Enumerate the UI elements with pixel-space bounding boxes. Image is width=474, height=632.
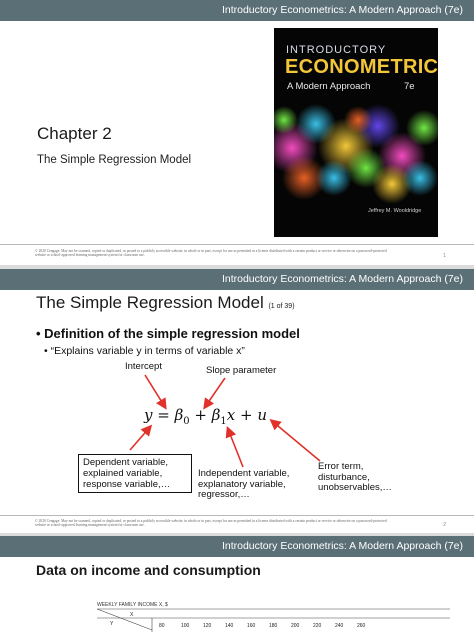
slide-title: Data on income and consumption <box>36 562 261 578</box>
table-lines <box>96 608 450 632</box>
slide-2: Introductory Econometrics: A Modern Appr… <box>0 269 474 533</box>
dependent-line-1: Dependent variable, <box>83 457 169 468</box>
slide-gap <box>0 265 474 269</box>
independent-variable-label: Independent variable, explanatory variab… <box>198 468 290 501</box>
income-column-header: 180 <box>269 623 278 629</box>
slide-3: Introductory Econometrics: A Modern Appr… <box>0 536 474 632</box>
error-line-3: unobservables,… <box>318 482 392 493</box>
chapter-title: Chapter 2 <box>37 124 112 143</box>
row-label-x: X <box>130 612 134 618</box>
income-column-header: 260 <box>357 623 366 629</box>
copyright-notice: © 2020 Cengage. May not be scanned, copi… <box>35 519 387 528</box>
slide-header: Introductory Econometrics: A Modern Appr… <box>0 536 474 557</box>
book-cover-image: INTRODUCTORY ECONOMETRICS A Modern Appro… <box>274 28 438 237</box>
slide-header: Introductory Econometrics: A Modern Appr… <box>0 0 474 21</box>
page-number: 1 <box>443 253 446 259</box>
book-subtitle: A Modern Approach <box>287 81 371 92</box>
arrow-dependent <box>129 424 153 451</box>
arrow-independent <box>225 426 244 468</box>
independent-line-3: regressor,… <box>198 489 250 500</box>
error-term-label: Error term, disturbance, unobservables,… <box>318 461 392 494</box>
book-edition: 7e <box>404 81 415 92</box>
income-column-header: 140 <box>225 623 234 629</box>
sub-bullet-text: “Explains variable y in terms of variabl… <box>50 345 245 357</box>
book-author: Jeffrey M. Wooldridge <box>368 208 422 214</box>
page-number: 2 <box>443 522 446 528</box>
slide-1: Introductory Econometrics: A Modern Appr… <box>0 0 474 265</box>
slide-title-text: The Simple Regression Model <box>36 293 264 312</box>
independent-line-1: Independent variable, <box>198 468 290 479</box>
footer-divider <box>0 515 474 516</box>
dependent-line-2: explained variable, <box>83 468 163 479</box>
intercept-label: Intercept <box>125 361 162 372</box>
arrow-slope <box>203 377 226 410</box>
arrow-intercept <box>144 374 167 410</box>
slide-gap <box>0 533 474 536</box>
dependent-line-3: response variable,… <box>83 479 171 490</box>
income-column-header: 240 <box>335 623 344 629</box>
regression-equation: y = β0 + β1x + u <box>144 406 268 427</box>
sub-bullet-explains: • “Explains variable y in terms of varia… <box>44 345 245 357</box>
income-column-header: 220 <box>313 623 322 629</box>
footer-divider <box>0 244 474 245</box>
slide-header: Introductory Econometrics: A Modern Appr… <box>0 269 474 290</box>
row-label-y: Y <box>110 621 114 627</box>
income-column-header: 80 <box>159 623 165 629</box>
arrow-error <box>269 418 321 462</box>
income-column-header: 120 <box>203 623 212 629</box>
income-column-header: 200 <box>291 623 300 629</box>
slide-title-note: (1 of 39) <box>268 303 295 310</box>
dependent-variable-box: Dependent variable, explained variable, … <box>78 454 192 493</box>
slope-label: Slope parameter <box>206 365 277 376</box>
copyright-notice: © 2020 Cengage. May not be scanned, copi… <box>35 249 387 258</box>
book-title-line1: INTRODUCTORY <box>286 44 387 56</box>
bullet-definition: • Definition of the simple regression mo… <box>36 326 300 341</box>
independent-line-2: explanatory variable, <box>198 478 286 490</box>
income-column-header: 160 <box>247 623 256 629</box>
income-column-header: 100 <box>181 623 190 629</box>
book-cover-art <box>274 104 438 204</box>
error-line-1: Error term, <box>318 461 364 472</box>
book-title-line2: ECONOMETRICS <box>285 56 438 78</box>
bullet-definition-text: Definition of the simple regression mode… <box>44 326 300 341</box>
table-caption: WEEKLY FAMILY INCOME X, $ <box>97 602 168 608</box>
chapter-subtitle: The Simple Regression Model <box>37 154 192 166</box>
slide-title: The Simple Regression Model (1 of 39) <box>36 293 295 313</box>
error-line-2: disturbance, <box>318 471 370 483</box>
